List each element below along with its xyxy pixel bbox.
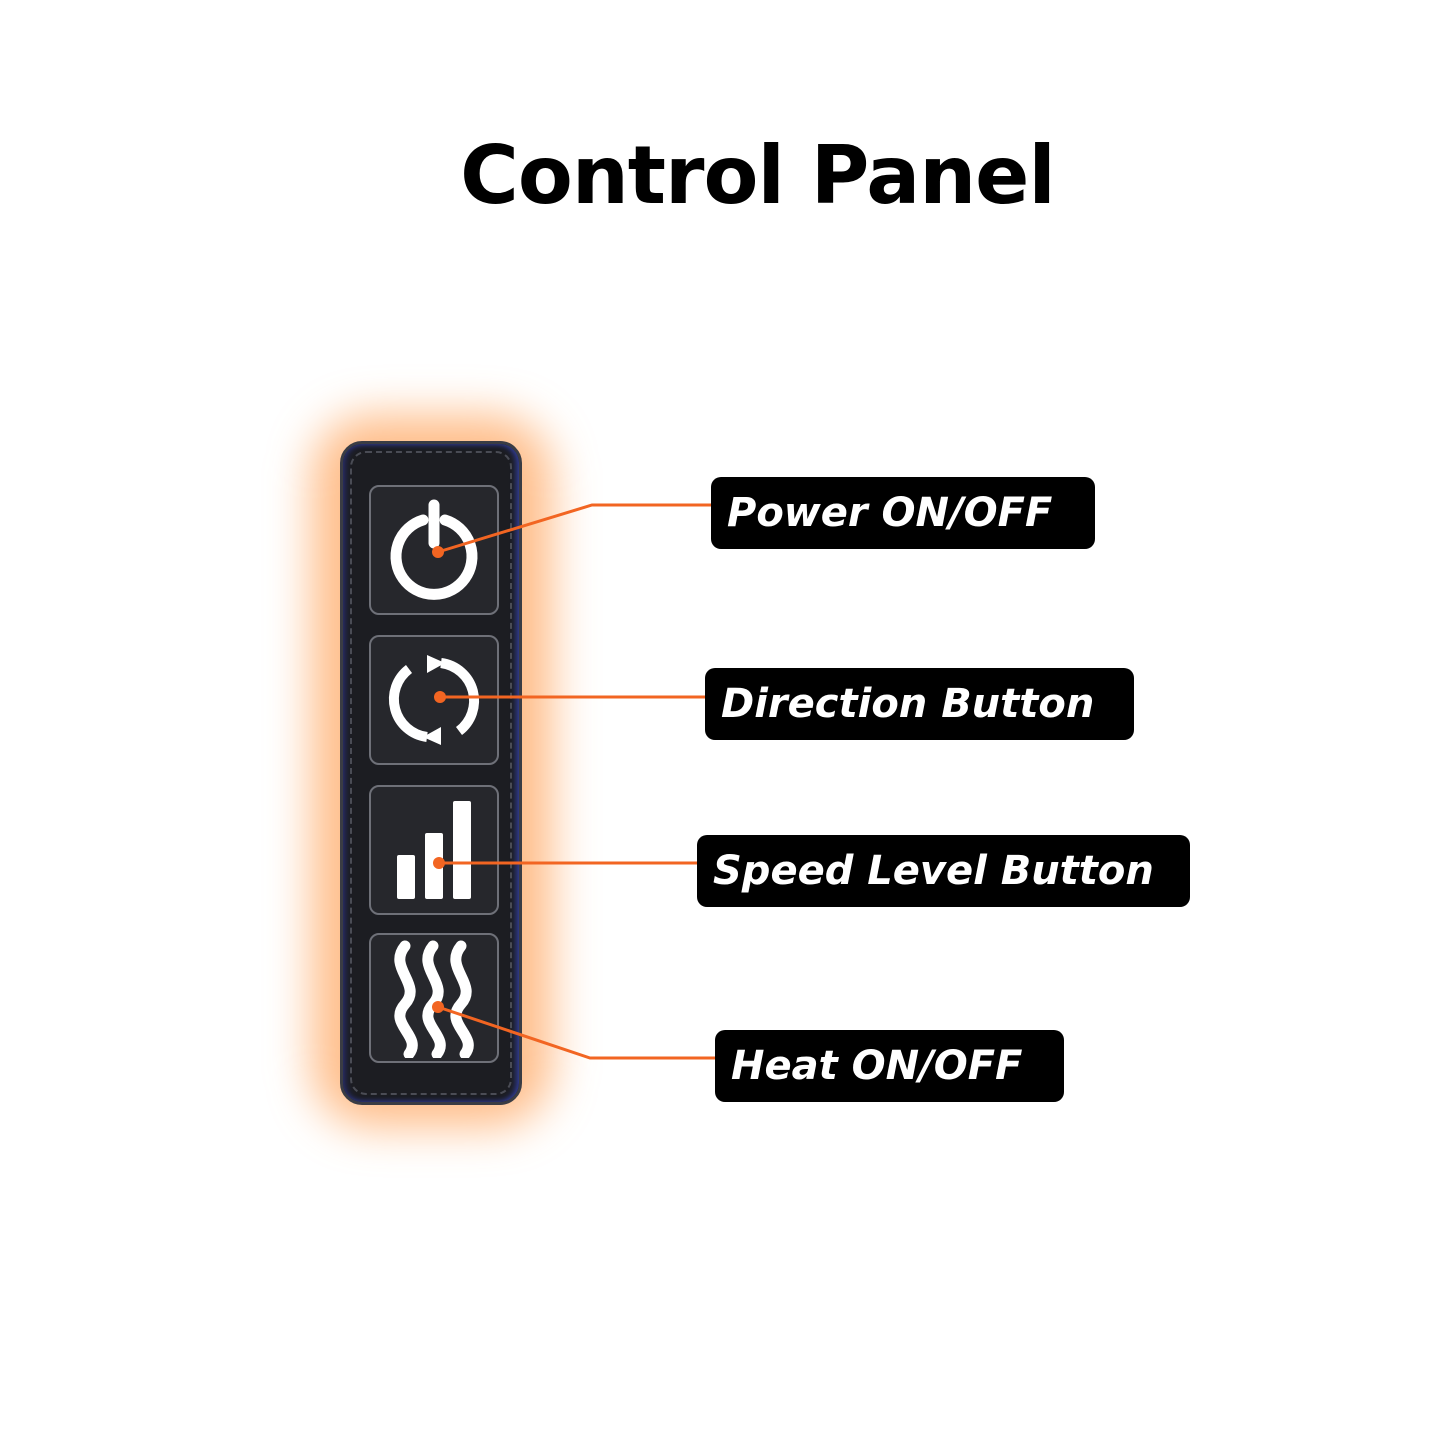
heat-waves-icon [394,940,474,1058]
page-title: Control Panel [460,129,1056,222]
control-panel [340,441,522,1105]
callout-heat: Heat ON/OFF [715,1030,1064,1102]
power-icon [390,499,478,600]
direction-button[interactable] [369,635,499,765]
callout-direction: Direction Button [705,668,1134,740]
callout-power: Power ON/OFF [711,477,1095,549]
speed-level-button[interactable] [369,785,499,915]
heat-button[interactable] [369,933,499,1063]
callout-speed-level: Speed Level Button [697,835,1190,907]
panel-stitching [350,451,512,1095]
speed-bars-icon [397,801,471,899]
power-button[interactable] [369,485,499,615]
direction-icon [388,655,480,745]
